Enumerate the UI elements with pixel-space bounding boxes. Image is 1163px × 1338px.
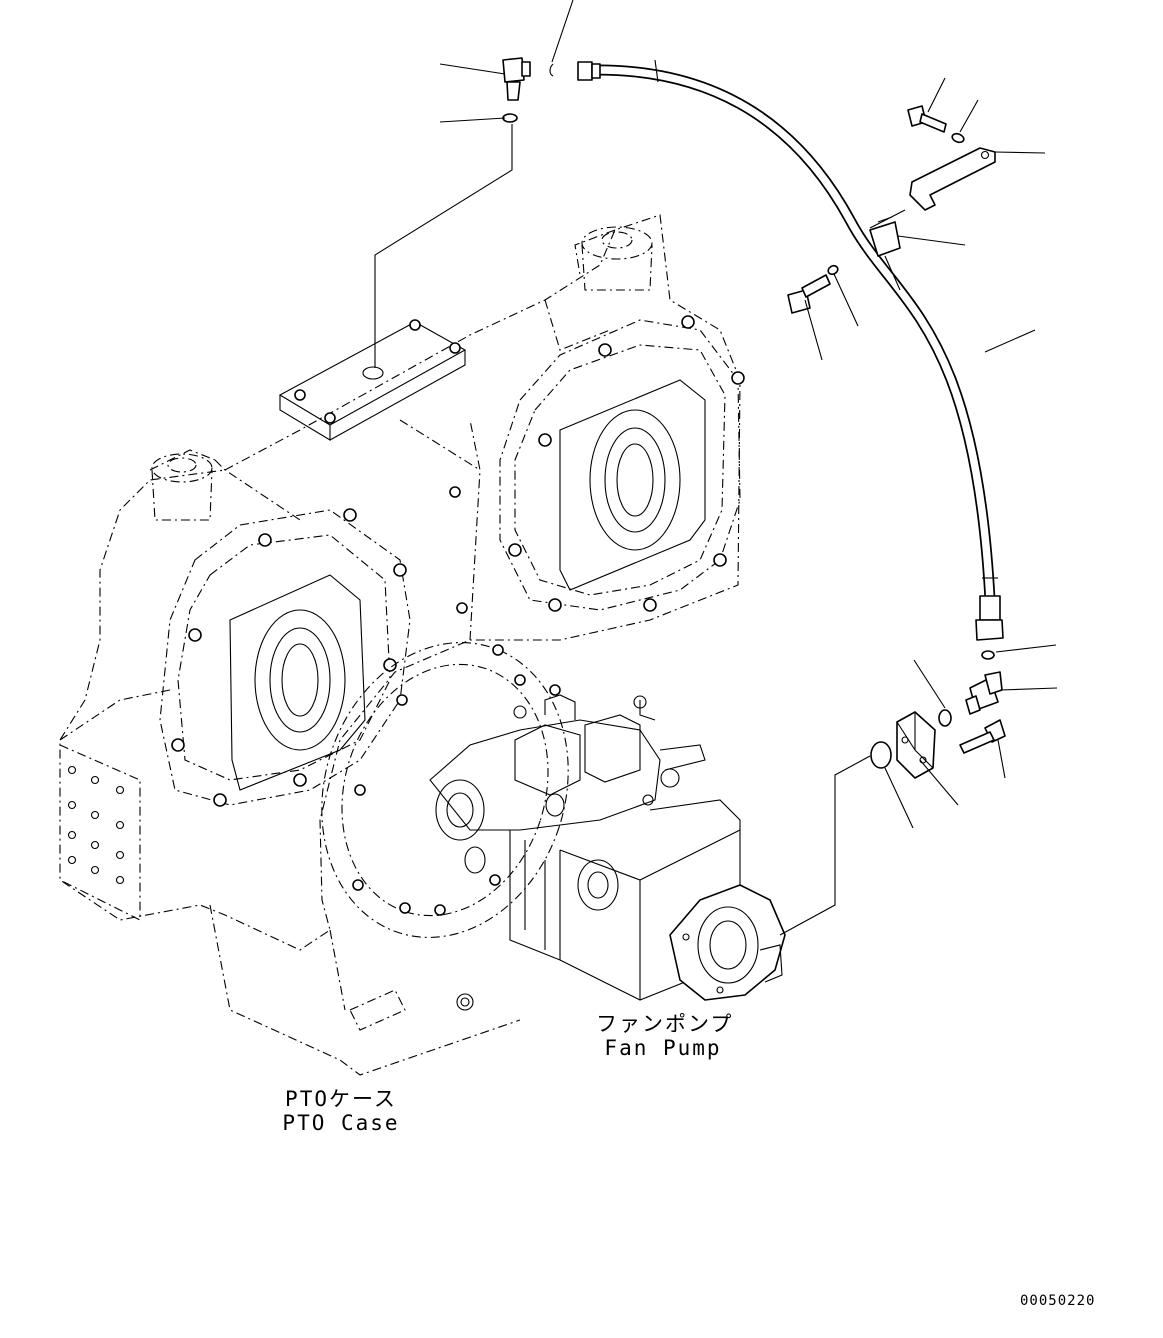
flange-oring-small: [939, 710, 951, 726]
clamp-bracket: [870, 148, 995, 228]
top-elbow-fitting: [503, 58, 530, 100]
lower-elbow-fitting: [966, 672, 1002, 714]
left-output-flange: [160, 510, 410, 805]
clamp-washer: [827, 264, 840, 276]
top-oring-small: [550, 64, 553, 76]
top-oring: [503, 114, 517, 122]
pump-mount-ring: [285, 610, 606, 969]
flange-bolt: [960, 720, 1005, 753]
leader-lines: [375, 0, 1057, 935]
fan-pump-label-jp: ファンポンプ: [596, 1012, 734, 1036]
lower-oring-small: [982, 651, 994, 659]
fan-pump-label-en: Fan Pump: [604, 1036, 722, 1060]
flange-block: [897, 712, 935, 778]
top-cover-plate: [280, 320, 465, 440]
hose-assembly: [578, 60, 1003, 640]
pto-case-label-jp: PTOケース: [285, 1087, 397, 1111]
top-boss-left: [152, 454, 212, 520]
flange-oring-large: [871, 742, 891, 768]
top-boss-right: [582, 227, 652, 290]
bracket-washer-top: [951, 132, 965, 144]
drawing-number: 00050220: [1020, 1293, 1096, 1309]
housing-lower-bosses: [350, 990, 473, 1030]
pto-case-housing: [60, 215, 740, 1075]
mounting-pad-holes: [69, 767, 124, 884]
gear-pump: [670, 885, 785, 1000]
clamp-bolt: [788, 275, 830, 313]
flange-bolts: [172, 316, 744, 806]
pto-case-label-en: PTO Case: [282, 1111, 400, 1135]
right-output-flange: [500, 320, 740, 610]
bracket-bolt-top: [908, 106, 946, 132]
